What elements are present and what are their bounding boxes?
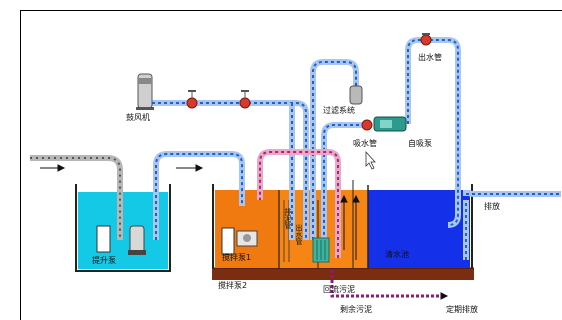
flow-arrows <box>40 164 449 300</box>
membrane-module <box>312 237 330 263</box>
blower <box>136 73 154 110</box>
self-priming-pump-label: 自吸泵 <box>408 139 432 148</box>
return-sludge-pipe <box>257 149 341 258</box>
filter-loop-pipe <box>310 59 359 240</box>
diagram-frame <box>20 10 562 320</box>
pipe-vertical-b-label: 出水管 <box>295 224 303 245</box>
mix-pump-2-label: 搅拌泵2 <box>218 281 248 290</box>
lift-tank-window <box>96 225 111 253</box>
anoxic-tank <box>215 190 279 268</box>
lift-pump <box>128 225 146 255</box>
mouse-cursor-icon <box>365 150 376 170</box>
mix-pump-1-label: 搅拌泵1 <box>222 253 252 262</box>
tank-base <box>212 268 474 280</box>
anoxic-tank-window <box>221 227 235 255</box>
suction-pipe <box>321 122 365 244</box>
filter-device <box>349 85 363 105</box>
clear-water-tank-label: 清水池 <box>385 250 409 259</box>
excess-sludge-label: 剩余污泥 <box>340 305 372 314</box>
air-main-pipe <box>152 100 309 240</box>
lift-outflow-pipe <box>153 151 245 240</box>
excess-sludge-pipe <box>330 270 441 298</box>
blower-label: 鼓风机 <box>126 113 150 122</box>
filter-system-label: 过滤系统 <box>323 106 355 115</box>
inflow-pipe <box>30 155 123 240</box>
pipe-vertical-a-label: 排泥管 <box>284 208 292 229</box>
self-priming-pump <box>373 116 407 132</box>
discharge-label: 排放 <box>484 202 500 211</box>
air-valve-2 <box>239 90 251 109</box>
suction-pipe-label: 吸水管 <box>353 139 377 148</box>
suction-valve <box>361 119 373 131</box>
mixing-pump <box>236 230 258 247</box>
discharge-pipe <box>463 189 561 260</box>
outlet-pipe-label: 出水管 <box>418 53 442 62</box>
air-valve-1 <box>186 90 198 109</box>
lift-pump-label: 提升泵 <box>92 256 116 265</box>
periodic-discharge-label: 定期排放 <box>446 305 478 314</box>
outlet-valve <box>420 33 432 46</box>
outlet-pipe <box>405 37 461 228</box>
return-sludge-label: 回流污泥 <box>323 285 355 294</box>
clear-water-tank <box>368 190 470 268</box>
